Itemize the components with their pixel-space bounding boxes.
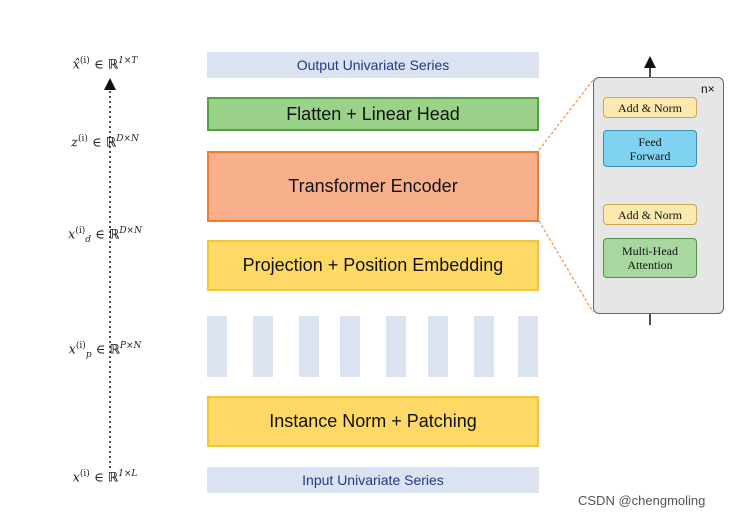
equation-z: z(i) ∈ ℝD×N: [71, 134, 139, 151]
instance-norm-block: Instance Norm + Patching: [207, 396, 539, 447]
equation-xp: x(i)p ∈ ℝP×N: [68, 341, 142, 360]
transformer-encoder-block: Transformer Encoder: [207, 151, 539, 222]
mha-line2: Attention: [627, 258, 673, 272]
input-series-block: Input Univariate Series: [207, 467, 539, 493]
equation-input: x(i) ∈ ℝ1×L: [72, 469, 138, 486]
patch-4: [340, 316, 360, 377]
patch-3: [299, 316, 319, 377]
feed-forward-line1: Feed: [638, 134, 662, 149]
add-norm-top: Add & Norm: [603, 97, 697, 118]
output-series-block: Output Univariate Series: [207, 52, 539, 78]
projection-block: Projection + Position Embedding: [207, 240, 539, 291]
feed-forward-block: Feed Forward: [603, 130, 697, 167]
patch-8: [518, 316, 538, 377]
zoom-connector-top: [538, 79, 594, 151]
patch-5: [386, 316, 406, 377]
repeat-label: n×: [701, 82, 715, 96]
patch-1: [207, 316, 227, 377]
patch-2: [253, 316, 273, 377]
equation-xd: x(i)d ∈ ℝD×N: [68, 226, 142, 245]
watermark: CSDN @chengmoling: [578, 493, 706, 508]
multi-head-attention-block: Multi-Head Attention: [603, 238, 697, 278]
patch-6: [428, 316, 448, 377]
feed-forward-line2: Forward: [629, 148, 671, 163]
mha-line1: Multi-Head: [622, 244, 678, 258]
patch-7: [474, 316, 494, 377]
flatten-head-block: Flatten + Linear Head: [207, 97, 539, 131]
equation-output: x̂(i) ∈ ℝ1×T: [72, 56, 138, 73]
zoom-connector-bottom: [538, 220, 594, 313]
add-norm-bottom: Add & Norm: [603, 204, 697, 225]
